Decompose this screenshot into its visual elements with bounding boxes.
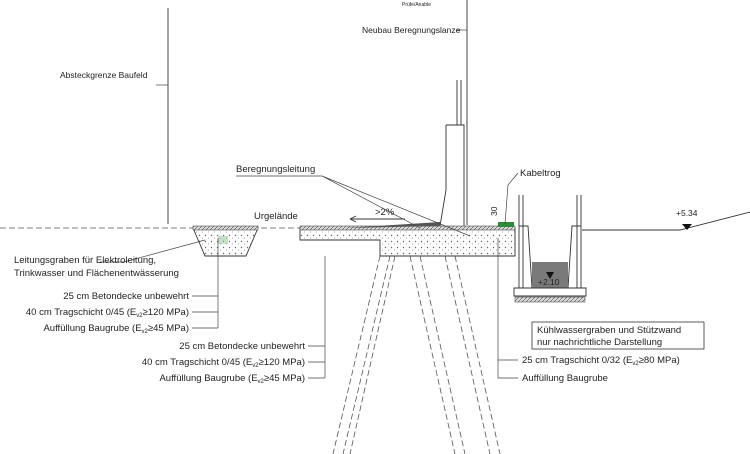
layer-left-1: 25 cm Betondecke unbewehrt	[63, 291, 189, 302]
irrigation-leader	[236, 175, 471, 237]
slope-label: >2%	[375, 207, 395, 218]
layer-center-2: 40 cm Tragschicht 0/45 (Ev2≥120 MPa)	[142, 357, 305, 369]
leader-left	[192, 238, 219, 329]
note-box	[531, 321, 705, 350]
level-marker-icon	[682, 224, 692, 230]
layer-left-3: Auffüllung Baugrube (Ev2≥45 MPa)	[43, 323, 189, 335]
cooling-water-channel	[513, 195, 587, 303]
lance-label: Neubau Beregnungslanze	[362, 25, 461, 35]
terrain-label: Urgelände	[254, 211, 298, 222]
slope-arrow	[349, 215, 405, 223]
note-line-1: Kühlwassergraben und Stützwand	[537, 325, 681, 336]
irrigation-lance	[439, 80, 465, 227]
note-line-2: nur nachrichtliche Darstellung	[537, 337, 662, 348]
layer-center-3: Auffüllung Baugrube (Ev2≥45 MPa)	[159, 373, 305, 385]
boundary-label: Absteckgrenze Baufeld	[60, 70, 148, 80]
top-note: Prüfe/Anable	[402, 2, 431, 8]
level-right-label: +5.34	[676, 208, 698, 218]
leader-center	[308, 256, 326, 379]
layer-left-2: 40 cm Tragschicht 0/45 (Ev2≥120 MPa)	[26, 307, 189, 319]
pavement-slab	[299, 222, 516, 257]
piles	[332, 255, 501, 454]
layer-center-1: 25 cm Betondecke unbewehrt	[179, 341, 305, 352]
cable-trough-label: Kabeltrog	[520, 168, 561, 179]
water-level-label: +2.10	[538, 277, 560, 287]
dimension-30: 30	[489, 206, 499, 216]
terrain-line-right	[582, 211, 750, 231]
irrigation-line-label: Beregnungsleitung	[236, 164, 315, 175]
utility-trench	[192, 225, 259, 257]
layer-right-1: 25 cm Tragschicht 0/32 (Ev2≥80 MPa)	[522, 355, 680, 367]
layer-right-2: Auffüllung Baugrube	[522, 373, 608, 384]
cable-trough	[498, 222, 514, 227]
leader-right	[497, 238, 518, 379]
trench-label-line-1: Leitungsgraben für Elektroleitung,	[14, 255, 156, 266]
trench-label-line-2: Trinkwasser und Flächenentwässerung	[14, 268, 179, 279]
